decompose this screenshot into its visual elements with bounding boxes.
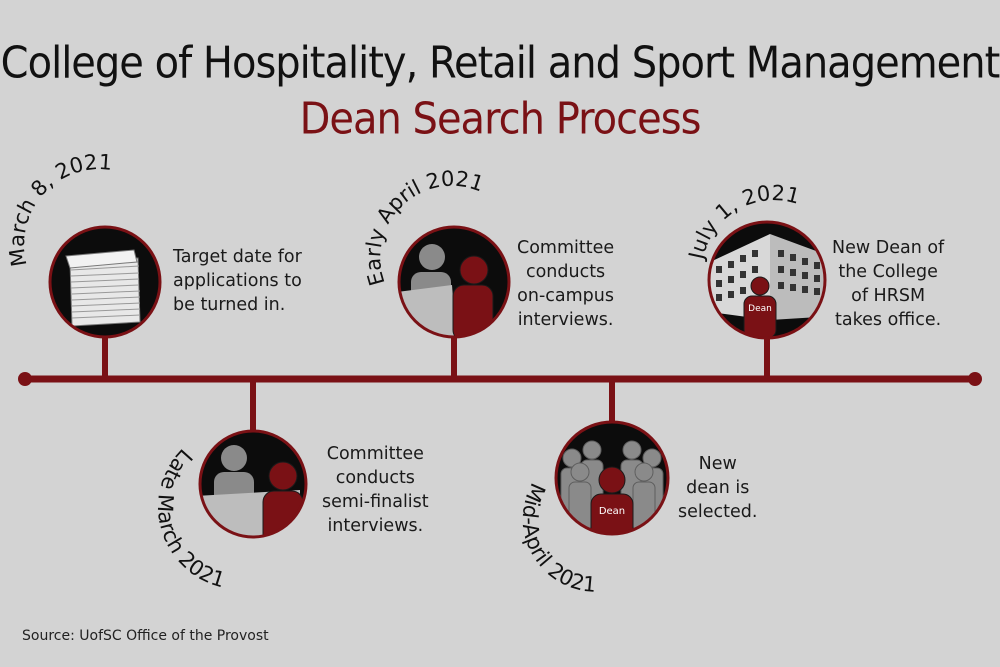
milestone-1-description: Target date for applications to be turne… (173, 247, 302, 315)
milestone-4-description: New dean is selected. (678, 454, 758, 522)
milestone-2-circle (198, 429, 308, 539)
dean-label: Dean (599, 506, 625, 517)
milestone-5-description: New Dean of the College of HRSM takes of… (832, 238, 945, 330)
dean-label: Dean (748, 304, 772, 314)
paper-stack-icon (65, 249, 141, 327)
milestone-2-description: Committee conducts semi-finalist intervi… (322, 444, 429, 536)
milestone-1-circle (48, 225, 162, 339)
axis-start-dot (18, 372, 32, 386)
page-subtitle: Dean Search Process (299, 93, 702, 145)
milestone-3-circle (397, 225, 511, 339)
axis-end-dot (968, 372, 982, 386)
milestone-4-circle: Dean (554, 420, 670, 536)
source-note: Source: UofSC Office of the Provost (22, 628, 269, 644)
page-title: College of Hospitality, Retail and Sport… (0, 37, 1000, 89)
milestone-3-description: Committee conducts on-campus interviews. (517, 238, 615, 330)
milestone-5-circle: Dean (707, 220, 827, 340)
group-icon: Dean (560, 440, 664, 534)
